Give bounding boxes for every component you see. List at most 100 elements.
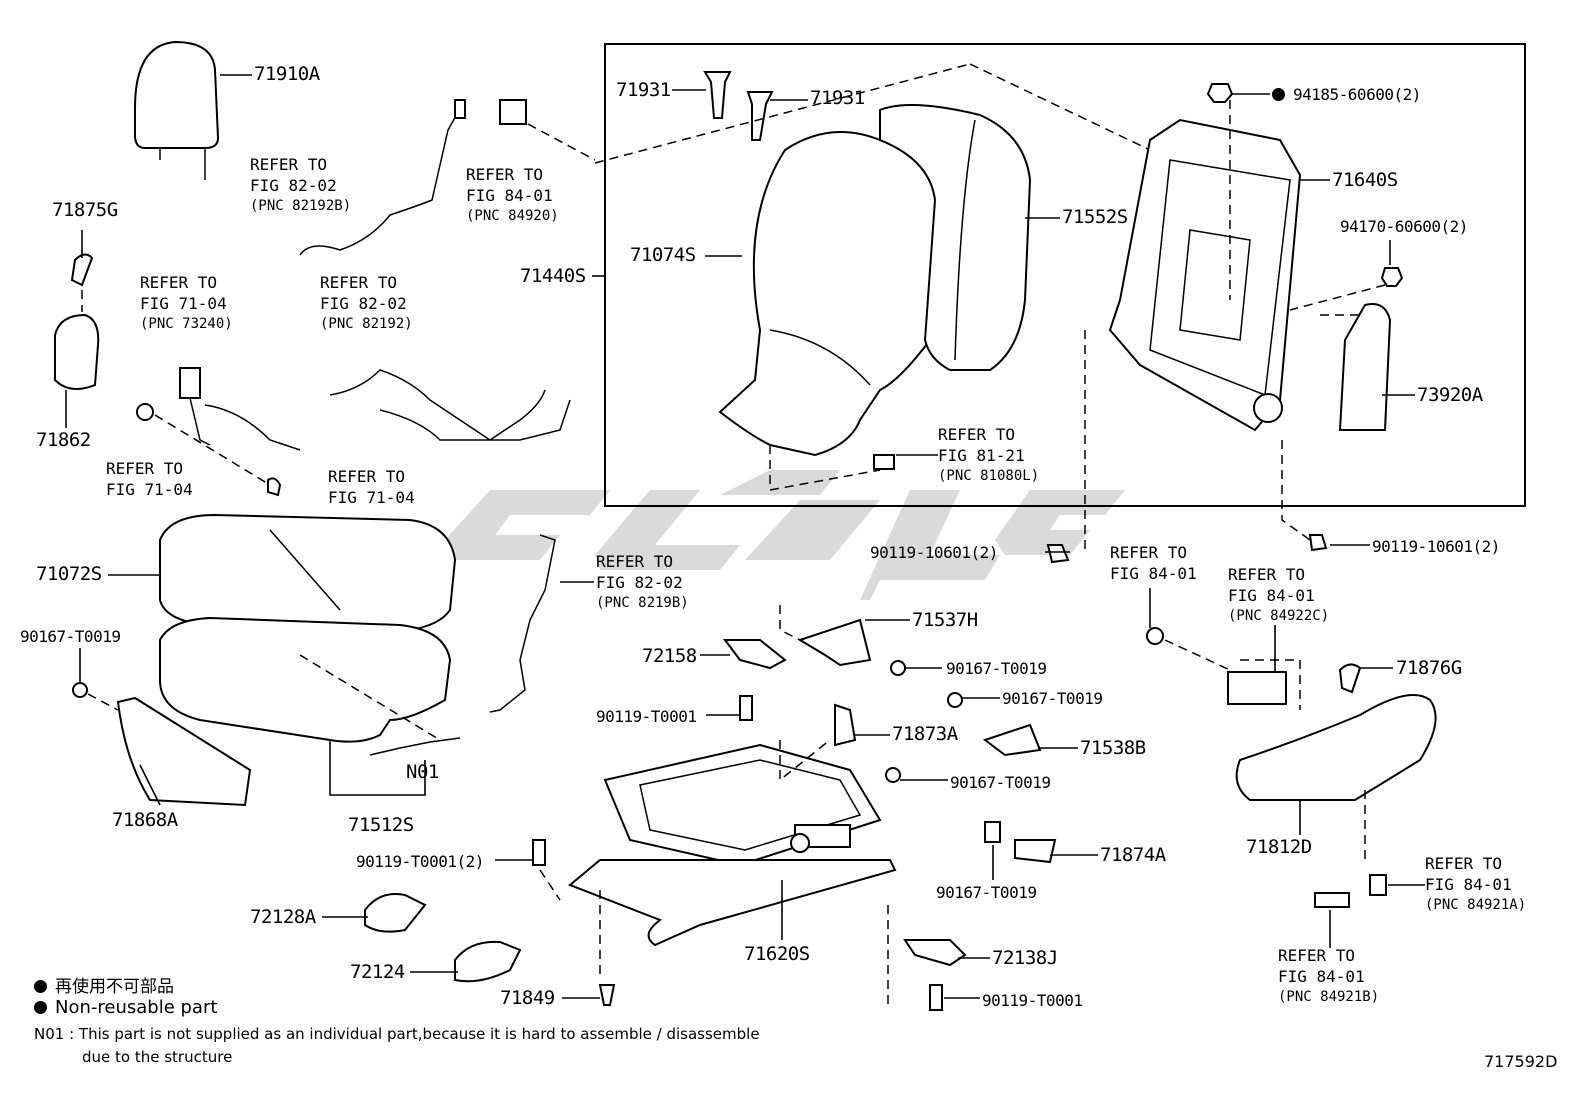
label-71812D: 71812D (1246, 836, 1312, 858)
label-94170: 94170-60600(2) (1340, 217, 1468, 236)
label-72158: 72158 (642, 645, 697, 667)
connector-84921A (1369, 874, 1387, 896)
bolt-90119-10601-right (1308, 534, 1328, 552)
label-90167-b: 90167-T0019 (1002, 689, 1103, 708)
label-N01: N01 (406, 761, 439, 783)
label-71072S: 71072S (36, 563, 102, 585)
label-71640S: 71640S (1332, 169, 1398, 191)
label-90167-left: 90167-T0019 (20, 627, 121, 646)
label-71849: 71849 (500, 987, 555, 1009)
label-71876G: 71876G (1396, 657, 1462, 679)
label-72138J: 72138J (992, 947, 1058, 969)
bolt-71-04 (136, 403, 154, 421)
label-72128A: 72128A (250, 906, 316, 928)
legend-english: Non-reusable part (34, 997, 217, 1018)
screw-90167-left (72, 682, 88, 698)
cover-72128A (364, 893, 427, 933)
label-94185: 94185-60600(2) (1272, 84, 1421, 105)
bolt-90119-T0001-2 (532, 839, 546, 866)
label-90119-T0001-a: 90119-T0001 (596, 707, 697, 726)
label-90119-T0001-2: 90119-T0001(2) (356, 852, 484, 871)
bolt-90119-T0001-a (739, 695, 753, 721)
clip-71931-b (746, 91, 774, 141)
clip-71931-a (703, 71, 732, 119)
non-reusable-dot (1272, 88, 1285, 101)
legend-japanese: 再使用不可部品 (34, 972, 174, 997)
screw-90167-b (947, 692, 963, 708)
label-71862: 71862 (36, 429, 91, 451)
label-71868A: 71868A (112, 809, 178, 831)
bracket-71538B (982, 723, 1042, 757)
seat-cushion-front-cover (116, 696, 252, 807)
screw-90167-d (984, 821, 1001, 843)
wire-harness-82192B (299, 104, 463, 256)
seatback-frame (1108, 118, 1302, 432)
figure-code: 717592D (1484, 1052, 1558, 1071)
label-72124: 72124 (350, 961, 405, 983)
bolt-90119-T0001-b (929, 984, 943, 1011)
headrest (134, 40, 220, 180)
label-71552S: 71552S (1062, 206, 1128, 228)
bracket-71874A (1014, 839, 1057, 864)
seatback-pad (879, 104, 1032, 371)
headrest-support (54, 313, 100, 390)
cover-72138J (903, 939, 967, 967)
label-71873A: 71873A (892, 723, 958, 745)
seat-belt-buckle (179, 367, 301, 451)
bracket-72158 (723, 639, 787, 670)
note-n01-line2: due to the structure (82, 1048, 233, 1066)
seat-cushion-pad (159, 616, 452, 743)
legend-dot-icon (34, 1001, 47, 1014)
seatback-cover (718, 131, 937, 457)
nut-94170 (1380, 267, 1404, 287)
connector-84921B (1314, 892, 1350, 908)
label-71875G: 71875G (52, 199, 118, 221)
backrest-assembly-frame (604, 43, 1526, 507)
wire-harness-8219B (489, 534, 556, 713)
note-n01: N01 : This part is not supplied as an in… (34, 1025, 760, 1043)
screw-90167-a (890, 660, 906, 676)
seatback-side-cover (1338, 303, 1392, 431)
n01-heater-wire (369, 737, 461, 756)
leader-lines (65, 74, 1425, 999)
connector-84922C (1227, 671, 1287, 705)
connector-84920 (499, 99, 527, 125)
label-90167-a: 90167-T0019 (946, 659, 1047, 678)
clip-71-04 (267, 477, 282, 497)
label-71910A: 71910A (254, 63, 320, 85)
label-90119-10601-mid: 90119-10601(2) (870, 543, 998, 562)
label-71074S: 71074S (630, 244, 696, 266)
label-71538B: 71538B (1080, 737, 1146, 759)
bolt-90119-10601-mid (1046, 544, 1070, 564)
bracket-71873A (834, 703, 857, 747)
bolt-84-01 (1146, 627, 1164, 645)
legend-dot-icon (34, 980, 47, 993)
bracket-71537H (797, 618, 872, 667)
label-71931-a: 71931 (616, 79, 671, 101)
label-71931-b: 71931 (810, 87, 865, 109)
label-90119-10601-right: 90119-10601(2) (1372, 537, 1500, 556)
seat-side-cover-71812D (1235, 694, 1437, 801)
nut-94185 (1206, 83, 1234, 103)
seat-adjuster (568, 743, 897, 947)
wire-harness-82192 (329, 369, 571, 441)
label-90167-d: 90167-T0019 (936, 883, 1037, 902)
headrest-guide-cap (70, 253, 94, 287)
cover-72124 (454, 940, 522, 983)
connector-81080L (873, 454, 895, 470)
pin-71849 (598, 984, 616, 1006)
label-90119-T0001-b: 90119-T0001 (982, 991, 1083, 1010)
label-90167-c: 90167-T0019 (950, 773, 1051, 792)
label-71440S: 71440S (520, 265, 586, 287)
